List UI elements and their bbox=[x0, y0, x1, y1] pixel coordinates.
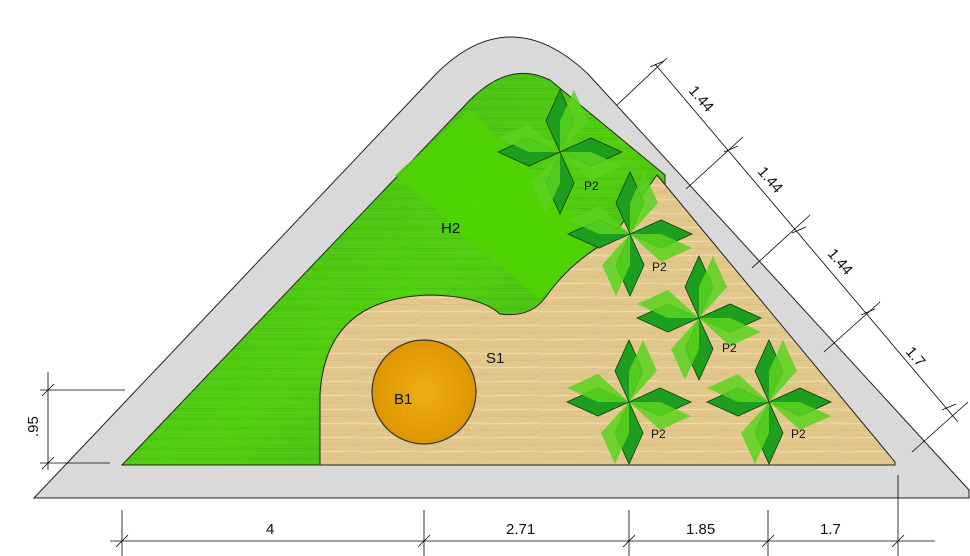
plant-symbol: P2 bbox=[636, 255, 762, 381]
dim-bottom-1: 4 bbox=[266, 521, 274, 538]
dim-bottom-2: 2.71 bbox=[506, 521, 535, 538]
dim-left: .95 bbox=[25, 416, 42, 437]
dim-right-2: 1.44 bbox=[754, 163, 786, 196]
plant-label: P2 bbox=[722, 341, 737, 355]
dim-right-3: 1.44 bbox=[824, 245, 856, 278]
plant-label: P2 bbox=[791, 427, 806, 441]
plant-symbol: P2 bbox=[567, 171, 693, 297]
dim-bottom-4: 1.7 bbox=[820, 521, 841, 538]
surface-label: S1 bbox=[486, 350, 504, 367]
plant-label: P2 bbox=[652, 260, 667, 274]
plant-symbol: P2 bbox=[566, 339, 692, 465]
bed-circle bbox=[371, 339, 477, 445]
plant-symbol: P2 bbox=[497, 89, 623, 215]
bottom-dimension: 4 2.71 1.85 1.7 bbox=[110, 475, 935, 556]
left-dimension: .95 bbox=[25, 372, 125, 470]
plant-label: P2 bbox=[584, 179, 599, 193]
plant-symbol: P2 bbox=[706, 339, 832, 465]
dim-right-1: 1.44 bbox=[685, 82, 717, 115]
dim-right-4: 1.7 bbox=[902, 343, 929, 370]
dim-bottom-3: 1.85 bbox=[686, 521, 715, 538]
bed-label: B1 bbox=[394, 391, 412, 408]
lawn-highlight bbox=[395, 110, 600, 300]
hedge-label: H2 bbox=[441, 220, 460, 237]
plant-label: P2 bbox=[651, 427, 666, 441]
